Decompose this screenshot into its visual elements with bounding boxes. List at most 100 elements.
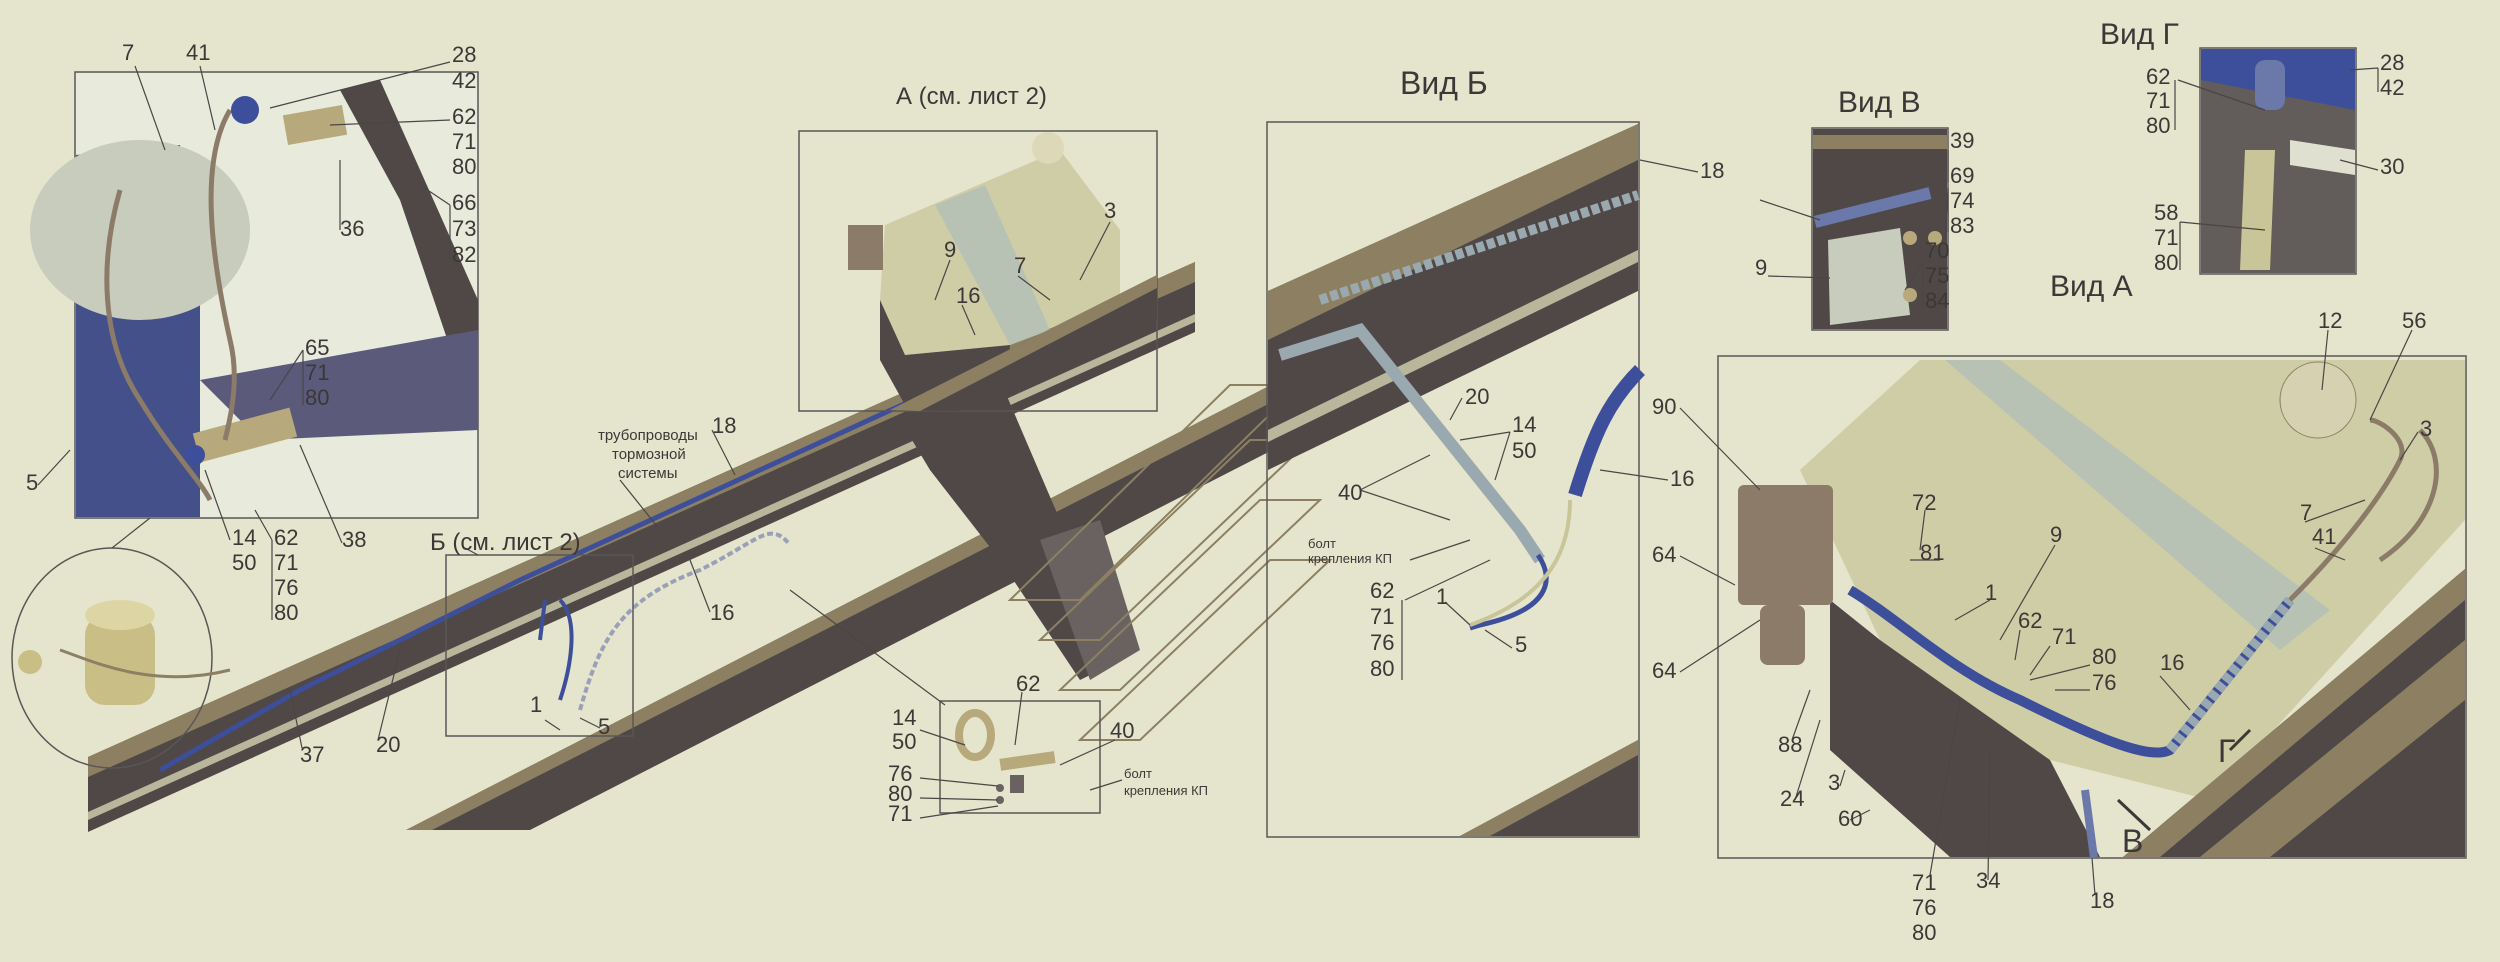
callout-label: 71	[888, 801, 912, 826]
callout-label: 34	[1976, 868, 2000, 893]
leader-lines-view-a	[1679, 329, 2419, 896]
callout-label: 71	[274, 550, 298, 575]
callout-label: 42	[2380, 75, 2404, 100]
callout-label: 18	[1700, 158, 1724, 183]
callout-label: 41	[186, 40, 210, 65]
brake-pipes-note: тормозной	[612, 446, 686, 463]
bolt-note: болт	[1308, 536, 1336, 551]
bolt-note: крепления КП	[1124, 783, 1208, 798]
callout-label: 37	[300, 742, 324, 767]
callout-label: 40	[1110, 718, 1134, 743]
callout-label: 75	[1925, 263, 1949, 288]
callout-label: 62	[2146, 64, 2170, 89]
callout-label: 80	[888, 781, 912, 806]
callout-label: 14	[1512, 412, 1536, 437]
callout-label: 69	[1950, 163, 1974, 188]
callout-label: 14	[232, 525, 256, 550]
callout-label: 50	[892, 729, 916, 754]
bolt-note: крепления КП	[1308, 551, 1392, 566]
pipe-16	[578, 531, 792, 711]
callout-label: 9	[944, 237, 956, 262]
fuel-tank-illustration	[848, 132, 1157, 411]
callout-label: 1	[1436, 584, 1448, 609]
callout-label: 64	[1652, 542, 1676, 567]
view-v-arrow-label: В	[2122, 823, 2143, 859]
callout-label: 20	[1465, 384, 1489, 409]
callout-label: 76	[888, 761, 912, 786]
pipe-1-5	[538, 598, 574, 701]
callout-label: 76	[274, 575, 298, 600]
callout-label: 64	[1652, 658, 1676, 683]
clamp-detail	[955, 709, 1056, 804]
callout-label: 80	[1370, 656, 1394, 681]
callout-label: 3	[1104, 198, 1116, 223]
leader-lines-main	[289, 429, 736, 749]
callout-label: 20	[376, 732, 400, 757]
view-b-callouts: Вид Б 18 20 14 50 40 болт крепления КП 6…	[1308, 65, 1724, 681]
callout-label: 1	[530, 692, 542, 717]
callout-label: 38	[342, 527, 366, 552]
callout-label: 16	[710, 600, 734, 625]
callout-label: 80	[452, 154, 476, 179]
callout-label: 3	[2420, 416, 2432, 441]
callout-label: 9	[2050, 522, 2062, 547]
frame-rail-right	[406, 383, 1292, 830]
leader-lines-detail	[789, 589, 1123, 819]
callout-label: 5	[598, 714, 610, 739]
callout-label: 5	[26, 470, 38, 495]
callout-label: 28	[452, 42, 476, 67]
view-g-title: Вид Г	[2100, 18, 2179, 51]
callout-label: 14	[892, 705, 916, 730]
brake-pipes-note: системы	[618, 465, 678, 482]
callout-label: 39	[1950, 128, 1974, 153]
inset-circle-leader	[111, 517, 151, 549]
box-a-ref	[798, 130, 1158, 412]
view-g-arrow-label: Г	[2218, 733, 2235, 769]
view-g-box	[2199, 47, 2357, 275]
bolt-note: болт	[1124, 766, 1152, 781]
callout-label: 80	[274, 600, 298, 625]
brake-pipes-note: трубопроводы	[598, 427, 698, 444]
callout-label: 76	[1912, 895, 1936, 920]
view-ref-b: Б (см. лист 2)	[430, 529, 581, 556]
callout-label: 84	[1925, 288, 1949, 313]
view-g-callouts: Вид Г 62 71 80 28 42 30 58 71 80	[2100, 18, 2404, 275]
brake-pipe-18	[158, 357, 1002, 773]
callout-label: 12	[2318, 308, 2342, 333]
box-b-ref	[445, 554, 634, 737]
leader-lines-view-b	[1359, 159, 1699, 680]
callout-label: 18	[712, 413, 736, 438]
callout-label: 90	[1652, 394, 1676, 419]
callout-label: 71	[2052, 624, 2076, 649]
suspension-bracket	[900, 380, 1140, 680]
callout-label: 81	[1920, 540, 1944, 565]
callout-label: 66	[452, 190, 476, 215]
callout-label: 88	[1778, 732, 1802, 757]
callout-label: 62	[1016, 671, 1040, 696]
view-a-illustration	[1719, 357, 2465, 859]
callout-label: 83	[1950, 213, 1974, 238]
callout-label: 7	[2300, 500, 2312, 525]
callout-label: 80	[305, 385, 329, 410]
view-g-illustration	[2201, 49, 2355, 273]
callout-label: 40	[1338, 480, 1362, 505]
view-a-title: Вид А	[2050, 270, 2133, 303]
callout-label: 62	[274, 525, 298, 550]
callout-label: 62	[2018, 608, 2042, 633]
callout-label: 3	[1828, 770, 1840, 795]
view-v-callouts: Вид В 39 69 74 83 70 75 84 9	[1755, 86, 1974, 313]
callout-label: 74	[1950, 188, 1974, 213]
callout-label: 60	[1838, 806, 1862, 831]
view-b-box	[1266, 121, 1640, 838]
detail-box	[939, 700, 1101, 814]
view-ref-a: А (см. лист 2)	[896, 83, 1047, 110]
receiver-small	[18, 600, 231, 705]
callout-label: 80	[2092, 644, 2116, 669]
callout-label: 36	[340, 216, 364, 241]
callout-label: 5	[1515, 632, 1527, 657]
callout-label: 28	[2380, 50, 2404, 75]
callout-label: 71	[1912, 870, 1936, 895]
callout-label: 80	[1912, 920, 1936, 945]
callout-label: 9	[1755, 255, 1767, 280]
callout-label: 16	[2160, 650, 2184, 675]
